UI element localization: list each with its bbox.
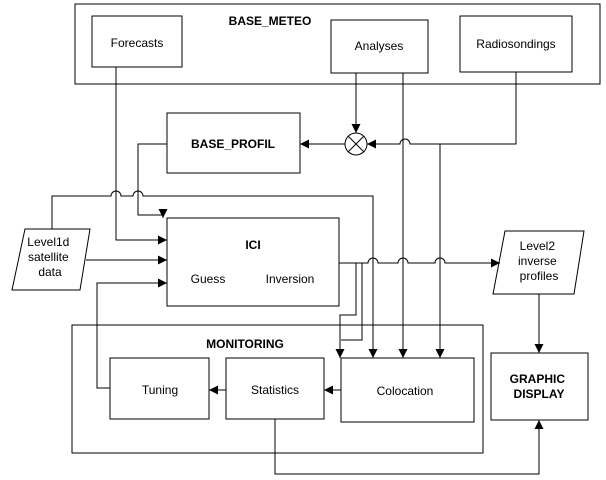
level2-data-node <box>492 230 585 295</box>
ici-box <box>166 217 340 307</box>
level1d-label: Level1d satellite data <box>27 235 72 279</box>
level2-line-1: Level2 <box>520 239 556 253</box>
level2-label: Level2 inverse profiles <box>518 239 560 283</box>
analyses-label: Analyses <box>355 39 404 53</box>
analyses-box <box>330 19 429 74</box>
statistics-label: Statistics <box>251 383 299 397</box>
level1d-line-2: satellite <box>28 250 69 264</box>
graphic-display-line-2: DISPLAY <box>514 387 565 401</box>
tuning-label: Tuning <box>142 383 178 397</box>
guess-label: Guess <box>191 272 226 286</box>
level1d-line-1: Level1d <box>27 235 69 249</box>
forecasts-label: Forecasts <box>111 36 164 50</box>
monitoring-title: MONITORING <box>206 337 284 351</box>
ici-to-level2 <box>339 257 500 268</box>
colocation-label: Colocation <box>377 384 434 398</box>
tuning-to-ici <box>96 278 167 389</box>
radiosondings-to-junction <box>367 72 517 149</box>
graphic-display-line-1: GRAPHIC <box>510 372 566 386</box>
level1d-to-colocation <box>51 190 378 358</box>
level1d-line-3: data <box>38 265 62 279</box>
base-profil-label: BASE_PROFIL <box>191 137 275 151</box>
level2-line-2: inverse <box>518 254 557 268</box>
merge-junction-cross <box>347 135 365 153</box>
ici-label: ICI <box>245 238 260 252</box>
inversion-label: Inversion <box>266 272 315 286</box>
graphic-display-box <box>490 352 589 421</box>
radiosondings-box <box>459 15 573 73</box>
base-profil-to-ici <box>137 143 168 218</box>
radiosondings-label: Radiosondings <box>476 37 555 51</box>
level1d-data-node <box>11 228 91 291</box>
forecasts-box <box>91 15 183 68</box>
tuning-box <box>109 357 210 420</box>
statistics-to-graphic-display <box>274 419 544 475</box>
statistics-box <box>225 357 325 420</box>
forecasts-to-ici <box>115 67 167 245</box>
base-profil-box <box>166 112 301 174</box>
graphic-display-label: GRAPHIC DISPLAY <box>510 372 569 401</box>
ici-to-colocation-a <box>335 263 357 358</box>
base-meteo-title: BASE_METEO <box>229 14 312 28</box>
level2-line-3: profiles <box>520 269 559 283</box>
ici-to-colocation-b <box>341 263 363 341</box>
